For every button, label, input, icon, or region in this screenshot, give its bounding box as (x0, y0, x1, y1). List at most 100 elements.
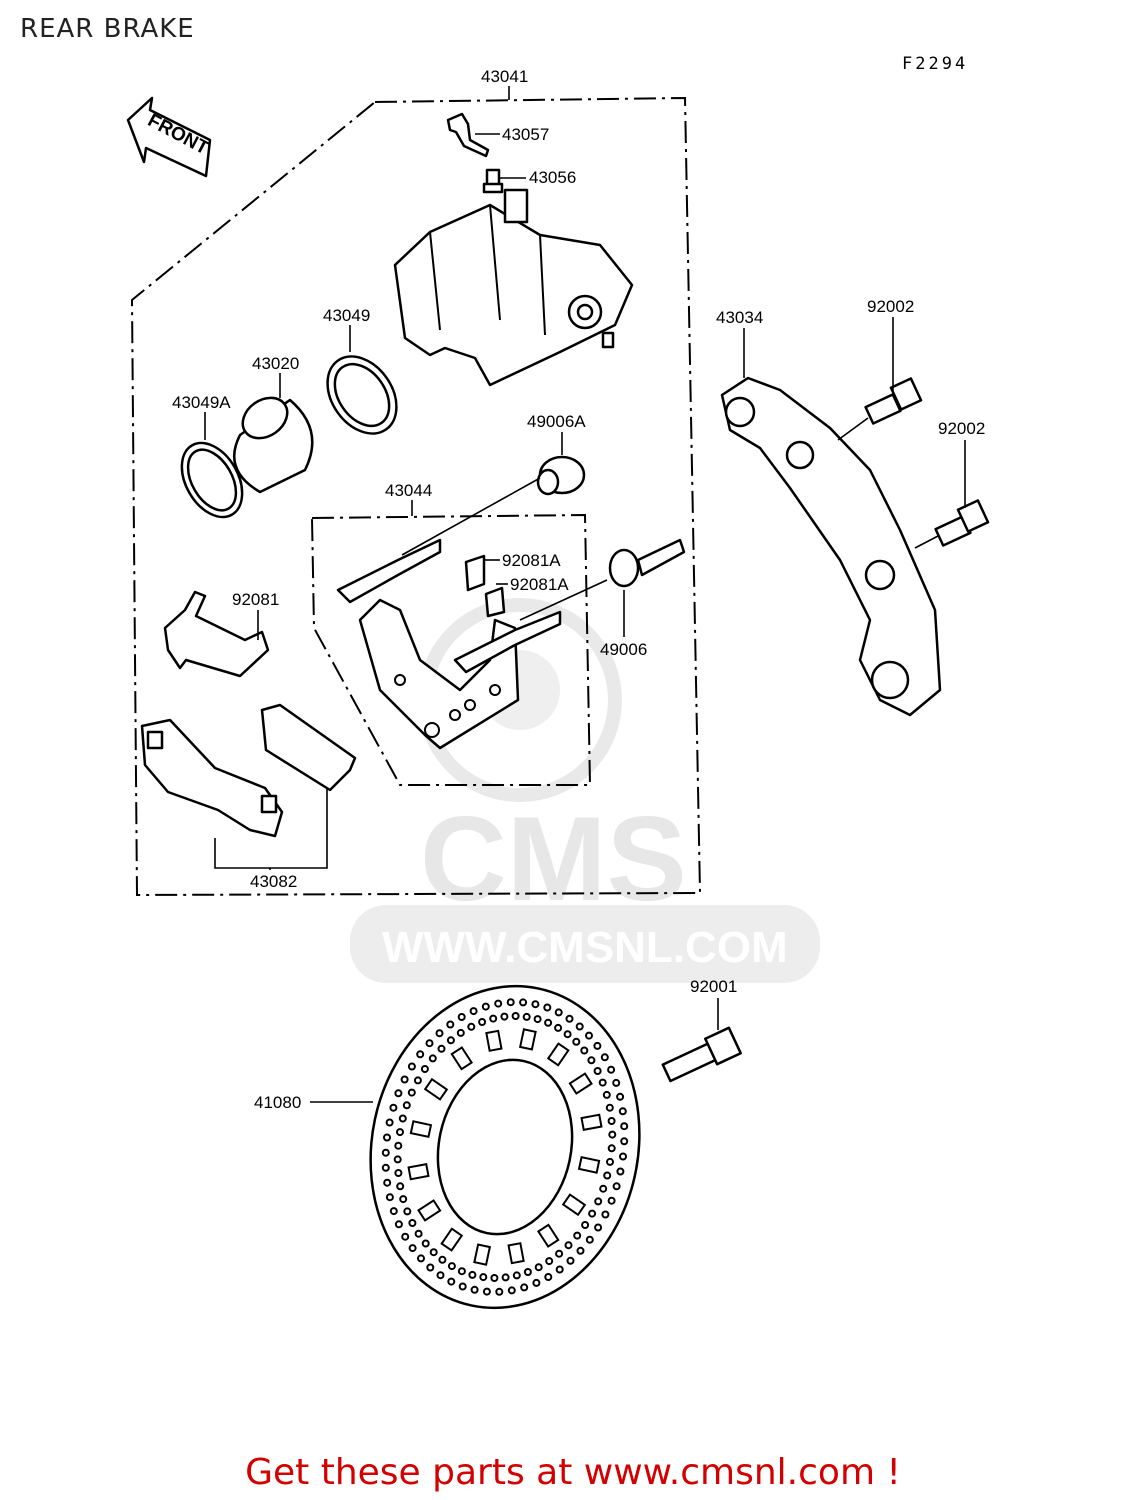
bleed-screw (482, 168, 504, 194)
disc-slot (473, 1243, 492, 1266)
disc-hole (402, 1101, 411, 1110)
disc-hole (607, 1065, 616, 1074)
part-label: 43049A (172, 393, 231, 412)
part-label: 43041 (481, 67, 528, 86)
disc-hole (500, 1012, 509, 1021)
disc-hole (413, 1076, 422, 1085)
disc-hole (438, 1255, 447, 1264)
disc-hole (414, 1229, 423, 1238)
brake-pad (260, 703, 357, 792)
disc-hole (534, 1263, 543, 1272)
disc-slot (409, 1120, 433, 1139)
disc-slot (518, 1028, 537, 1051)
disc-hole (554, 1008, 563, 1017)
part-label: 49006 (600, 640, 647, 659)
disc-hole (420, 1065, 429, 1073)
disc-hole (602, 1090, 611, 1099)
disc-hole (607, 1196, 616, 1205)
disc-hole (446, 1020, 455, 1029)
disc-hole (478, 1018, 487, 1026)
disc-hole (565, 1014, 574, 1023)
watermark-url: WWW.CMSNL.COM (382, 923, 788, 972)
disc-hole (446, 1036, 455, 1045)
disc-hole (437, 1044, 446, 1053)
part-label: 43056 (529, 168, 576, 187)
disc-hole (385, 1118, 394, 1127)
disc-hole (469, 1007, 478, 1016)
part-labels: 43041 43057 43056 43049 43020 43049A 490… (172, 67, 985, 1112)
disc-hole (601, 1210, 610, 1219)
part-label: 92081A (510, 575, 569, 594)
disc-hole (383, 1178, 392, 1187)
disc-hole (407, 1088, 416, 1097)
disc-hole (543, 1003, 552, 1012)
disc-slot (546, 1042, 570, 1067)
disc-hole (588, 1209, 597, 1218)
part-label: 92002 (938, 419, 985, 438)
disc-hole (511, 1012, 520, 1020)
figure-code: F2294 (902, 54, 969, 74)
disc-hole (554, 1023, 563, 1032)
disc-hole (594, 1197, 603, 1206)
disc-hole (394, 1220, 403, 1229)
disc-hole (566, 1256, 575, 1265)
disc-hole (576, 1246, 585, 1255)
disc-hole (603, 1171, 612, 1180)
disc-slot (568, 1072, 593, 1095)
leader-lines (204, 86, 966, 1103)
disc-hole (479, 1273, 488, 1282)
disc-hole (429, 1248, 438, 1257)
disc-hole (512, 1271, 521, 1280)
disc-slot (536, 1223, 560, 1248)
disc-hole (435, 1029, 444, 1038)
disc-hole (396, 1128, 404, 1137)
disc-hole (585, 1031, 593, 1040)
disc-hole (619, 1152, 627, 1161)
brake-disc (369, 984, 641, 1310)
disc-slot (485, 1029, 503, 1052)
disc-hole (494, 999, 503, 1008)
disc-hole (585, 1235, 594, 1244)
disc-hole (594, 1223, 603, 1232)
disc-hole (495, 1287, 504, 1296)
disc-hole (436, 1271, 445, 1280)
disc-hole (393, 1155, 402, 1164)
disc-hole (507, 1286, 516, 1295)
disc-hole (616, 1092, 625, 1101)
disc-hole (620, 1122, 629, 1131)
disc-hole (599, 1184, 608, 1193)
disc-hole (606, 1157, 614, 1166)
disc-hole (506, 998, 515, 1007)
disc-hole (533, 1015, 542, 1024)
disc-hole (612, 1078, 621, 1087)
page-title: REAR BRAKE (20, 14, 195, 44)
watermark-logo: CMS (420, 792, 687, 926)
disc-hole (564, 1241, 573, 1250)
disc-hole (447, 1262, 456, 1271)
disc-slot (507, 1242, 525, 1265)
caliper-assembly-boundary (130, 96, 702, 897)
disc-hole (573, 1231, 582, 1240)
part-label: 43044 (385, 481, 432, 500)
disc-hole (457, 1013, 466, 1021)
part-label: 43057 (502, 125, 549, 144)
disc-hole (408, 1219, 417, 1227)
disc-slot (450, 1046, 474, 1071)
disc-hole (401, 1232, 410, 1241)
piston-seal (326, 355, 398, 435)
bleed-cap (446, 112, 490, 158)
disc-hole (403, 1207, 412, 1216)
disc-slot (423, 1077, 449, 1101)
disc-hole (407, 1062, 416, 1071)
disc-hole (400, 1075, 409, 1084)
footer-link-text[interactable]: Get these parts at www.cmsnl.com ! (245, 1452, 901, 1493)
caliper-body (393, 188, 634, 387)
brake-pad-backing (140, 718, 284, 838)
part-label: 92081A (502, 551, 561, 570)
disc-hole (490, 1274, 499, 1282)
disc-hole (389, 1103, 398, 1112)
disc-hole (572, 1037, 581, 1046)
disc-hole (555, 1265, 564, 1274)
disc-hole (481, 1002, 490, 1011)
